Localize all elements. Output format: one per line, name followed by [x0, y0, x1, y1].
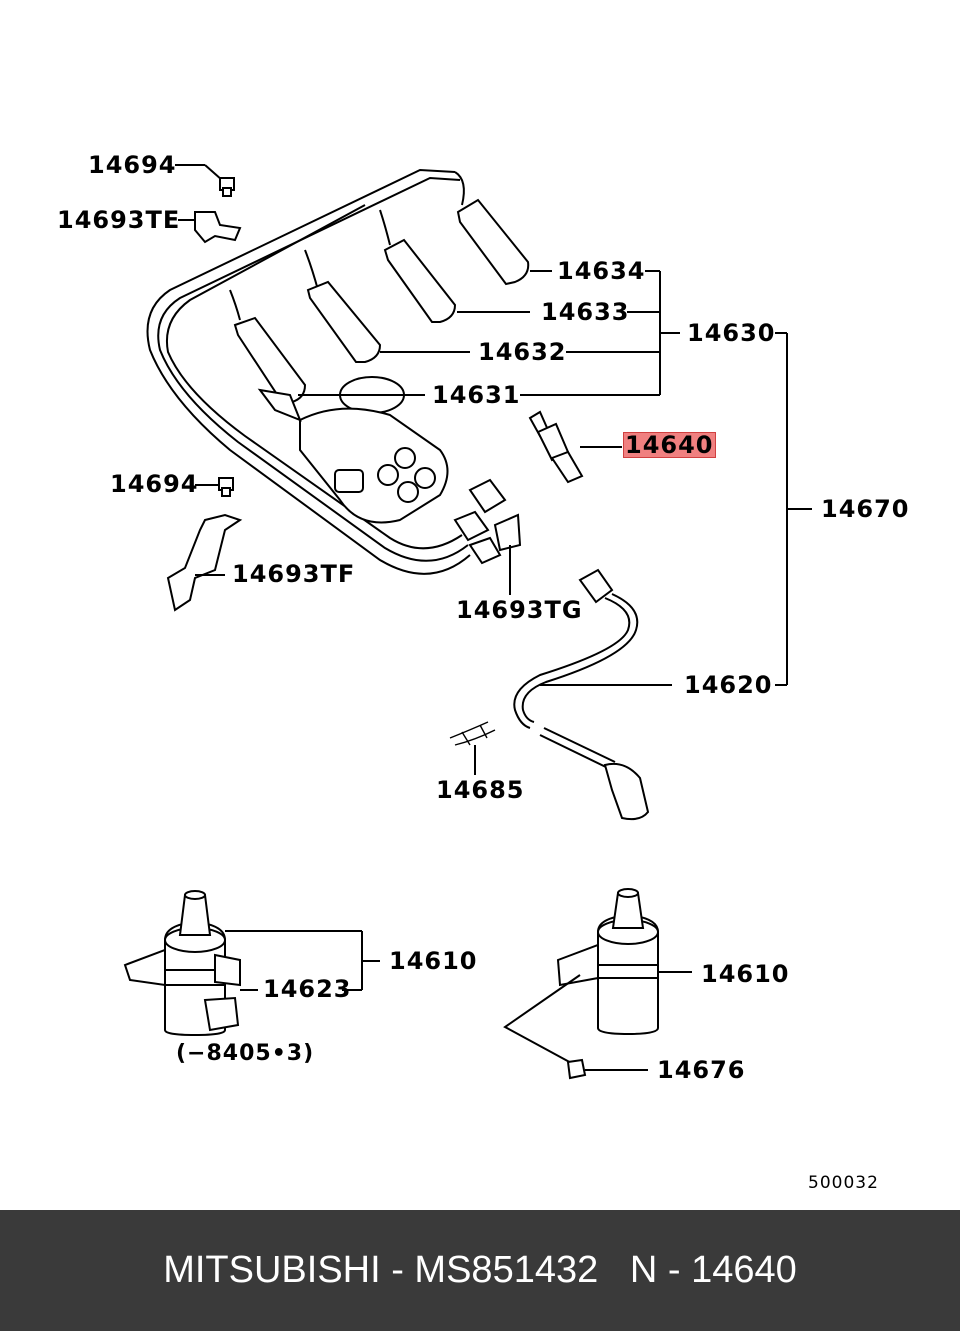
label-14610-left: 14610 — [389, 947, 478, 975]
footer-part-text: MITSUBISHI - MS851432 N - 14640 — [163, 1249, 797, 1291]
label-14694-top: 14694 — [88, 151, 177, 179]
label-14620: 14620 — [684, 671, 773, 699]
ignition-cable-harness — [146, 168, 471, 575]
plug-boot-14633 — [383, 238, 457, 323]
label-14676: 14676 — [657, 1056, 746, 1084]
label-14693tg: 14693TG — [456, 596, 583, 624]
leader-lines-14670 — [775, 332, 812, 686]
plug-boot-14631 — [233, 316, 307, 403]
label-14631: 14631 — [432, 381, 521, 409]
label-14630: 14630 — [687, 319, 776, 347]
label-14640-highlighted: 14640 — [623, 431, 716, 459]
label-14693te: 14693TE — [57, 206, 181, 234]
parts-diagram — [123, 164, 812, 1080]
ignition-coil-left — [123, 890, 380, 1037]
bracket-14693tf — [166, 513, 243, 612]
label-14670: 14670 — [821, 495, 910, 523]
ignition-coil-right — [503, 888, 692, 1080]
diagram-code: 500032 — [808, 1173, 879, 1193]
label-14632: 14632 — [478, 338, 567, 366]
clip-14685 — [449, 721, 496, 775]
footer-bar: MITSUBISHI - MS851432 N - 14640 — [0, 1210, 960, 1331]
label-date-note: (−8405•3) — [176, 1041, 315, 1066]
label-14694-mid: 14694 — [110, 470, 199, 498]
clamp-14693tg — [493, 513, 522, 595]
bolt-14694-mid — [195, 477, 234, 497]
label-14623: 14623 — [263, 975, 352, 1003]
plug-boot-14634 — [456, 198, 530, 286]
bolt-14694-top — [175, 164, 235, 197]
spark-plug-14640 — [528, 410, 622, 484]
coil-cable-14620 — [513, 568, 672, 821]
leader-lines-14630 — [298, 270, 680, 396]
label-14633: 14633 — [541, 298, 630, 326]
plug-boot-14632 — [306, 280, 382, 363]
cable-end-caps — [453, 478, 507, 565]
clamp-14693te — [178, 211, 242, 244]
distributor — [257, 376, 449, 524]
label-14685: 14685 — [436, 776, 525, 804]
label-14693tf: 14693TF — [232, 560, 356, 588]
label-14634: 14634 — [557, 257, 646, 285]
label-14610-right: 14610 — [701, 960, 790, 988]
